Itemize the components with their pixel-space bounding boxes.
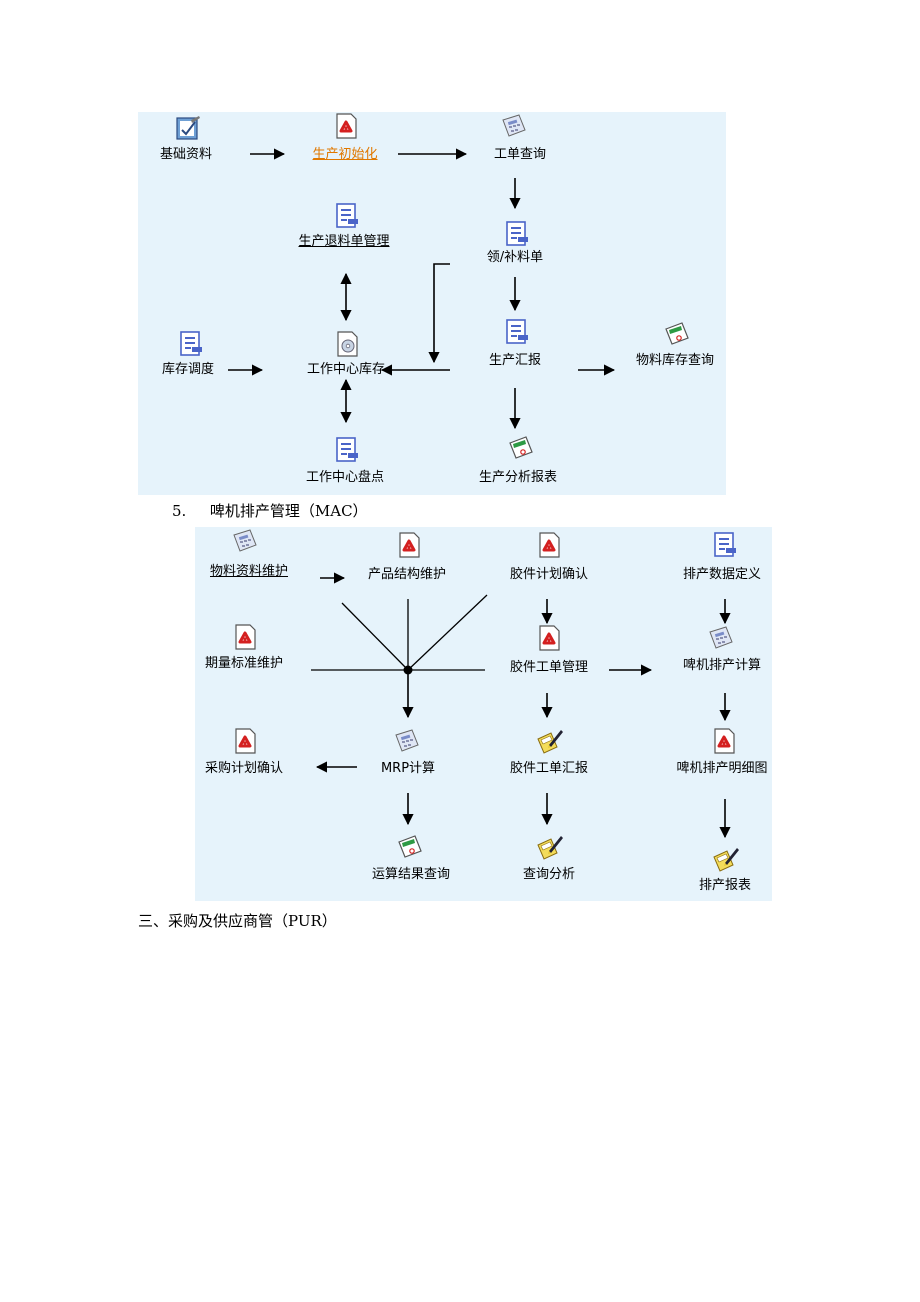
node-pick-supp[interactable]: 领/补料单: [486, 250, 544, 265]
recycle-icon: [710, 727, 738, 755]
flow-arrows: [228, 148, 616, 430]
node-sched-report[interactable]: 排产报表: [698, 878, 752, 893]
recycle-icon: [332, 112, 360, 140]
pencil-note-icon: [711, 845, 739, 873]
node-material-inv-query[interactable]: 物料库存查询: [635, 353, 715, 368]
node-plan-confirm[interactable]: 胶件计划确认: [509, 567, 589, 582]
calculator-icon: [707, 624, 735, 652]
flow-arrows: [311, 572, 731, 839]
node-mrp-calc[interactable]: MRP计算: [380, 761, 436, 776]
production-flow-panel: 基础资料 生产初始化 工单查询 生产退料单管理 领/补料单 库存调度 工作中心库…: [138, 112, 726, 495]
section-number: 5.: [172, 502, 187, 520]
node-prod-report[interactable]: 生产汇报: [488, 353, 542, 368]
node-wo-mgmt[interactable]: 胶件工单管理: [509, 660, 589, 675]
node-machine-sched-detail[interactable]: 啤机排产明细图: [676, 761, 768, 776]
recycle-icon: [535, 624, 563, 652]
document-icon: [332, 436, 360, 464]
node-machine-sched-calc[interactable]: 啤机排产计算: [682, 658, 762, 673]
node-result-query[interactable]: 运算结果查询: [371, 867, 451, 882]
node-wc-count[interactable]: 工作中心盘点: [305, 470, 385, 485]
pencil-note-icon: [535, 727, 563, 755]
node-query-analysis[interactable]: 查询分析: [522, 867, 576, 882]
recycle-icon: [231, 623, 259, 651]
node-purchase-confirm[interactable]: 采购计划确认: [204, 761, 284, 776]
node-prod-analysis[interactable]: 生产分析报表: [478, 470, 558, 485]
section-heading: 5. 啤机排产管理（MAC）: [172, 500, 368, 521]
report-icon: [506, 434, 534, 462]
base-data-icon: [174, 114, 202, 142]
report-icon: [395, 833, 423, 861]
node-wo-query[interactable]: 工单查询: [493, 147, 547, 162]
cd-document-icon: [333, 330, 361, 358]
document-icon: [502, 220, 530, 248]
pencil-note-icon: [535, 833, 563, 861]
node-bom-maint[interactable]: 产品结构维护: [367, 567, 447, 582]
calculator-icon: [500, 112, 528, 140]
recycle-icon: [231, 727, 259, 755]
recycle-icon: [535, 531, 563, 559]
node-prod-init-link[interactable]: 生产初始化: [312, 147, 378, 162]
machine-scheduling-panel: 物料资料维护 产品结构维护 胶件计划确认 排产数据定义 期量标准维护 胶件工单管…: [195, 527, 772, 901]
node-sched-data-def[interactable]: 排产数据定义: [682, 567, 762, 582]
node-period-std-maint[interactable]: 期量标准维护: [204, 656, 284, 671]
recycle-icon: [395, 531, 423, 559]
calculator-icon: [393, 727, 421, 755]
document-icon: [710, 531, 738, 559]
document-icon: [176, 330, 204, 358]
node-material-maint[interactable]: 物料资料维护: [209, 564, 289, 579]
report-icon: [662, 320, 690, 348]
document-icon: [332, 202, 360, 230]
node-wc-inventory[interactable]: 工作中心库存: [306, 362, 386, 377]
section-three-heading: 三、采购及供应商管（PUR）: [138, 912, 337, 930]
section-title: 啤机排产管理（MAC）: [209, 502, 368, 520]
node-inv-adjust[interactable]: 库存调度: [161, 362, 215, 377]
node-base-data[interactable]: 基础资料: [159, 147, 213, 162]
calculator-icon: [231, 527, 259, 555]
node-return-mgmt[interactable]: 生产退料单管理: [298, 234, 390, 249]
document-icon: [502, 318, 530, 346]
node-wo-report[interactable]: 胶件工单汇报: [509, 761, 589, 776]
